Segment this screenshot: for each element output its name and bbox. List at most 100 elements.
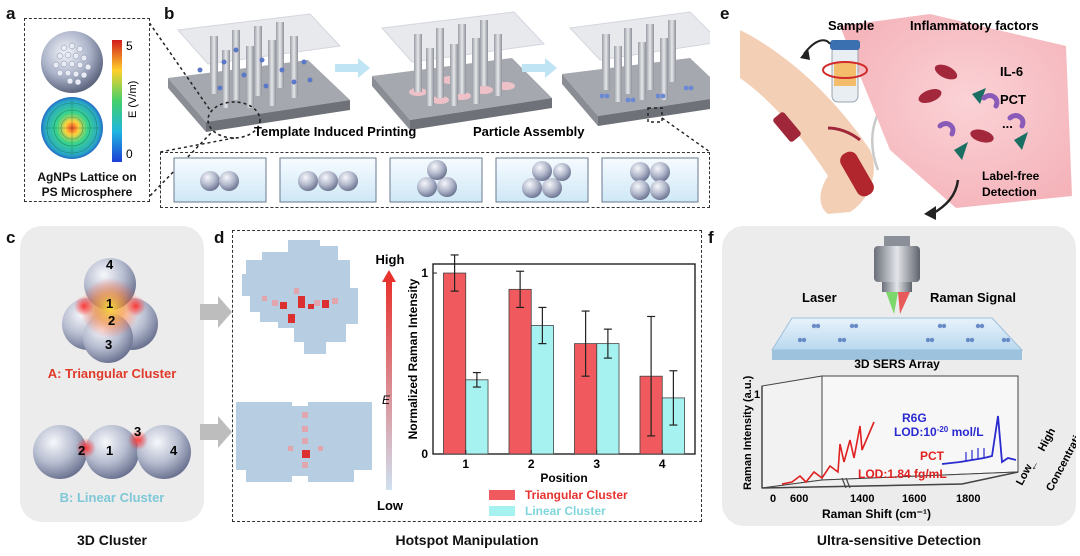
panel-a-caption: AgNPs Lattice on PS Microsphere (24, 170, 150, 200)
colorbar-max: 5 (126, 39, 133, 53)
panel-e-label: e (720, 4, 730, 23)
spectrum-3d-plot (761, 375, 1019, 489)
legend-swatch-1 (489, 506, 515, 516)
panel-a-illustration: 5 0 E (V/m) (41, 31, 139, 162)
laser-label: Laser (802, 290, 837, 305)
factor-more: ... (1002, 116, 1013, 131)
panel-b-illustration: Template Induced Printing Particle Assem… (150, 11, 710, 197)
x-tick-label-1: 1 (462, 457, 469, 471)
panel-c-title: 3D Cluster (76, 532, 148, 548)
plot-frame (432, 263, 696, 455)
hotspot-maps: High Low E (236, 240, 405, 513)
f-xtick-1800: 1800 (956, 493, 980, 505)
f-ytick: 1 (754, 389, 760, 401)
r6g-lod: LOD:10-20 mol/L (894, 425, 984, 440)
b-num-2: 2 (78, 443, 85, 458)
panel-e-illustration: Sample Inflammatory factors IL-6 PCT ...… (740, 14, 1072, 220)
sample-label: Sample (828, 18, 874, 33)
panel-d-label: d (214, 228, 225, 247)
b-num-4: 4 (170, 443, 178, 458)
cluster-box-square (601, 157, 699, 203)
cluster-strip (173, 157, 699, 203)
colorbar-title: E (V/m) (127, 81, 139, 118)
caption-line-1: AgNPs Lattice on (37, 170, 137, 184)
template-platform-1 (168, 13, 350, 132)
colorbar (112, 40, 122, 162)
panel-f-title: Ultra-sensitive Detection (816, 532, 982, 548)
panel-f-label: f (708, 228, 714, 247)
panel-f-illustration: Laser Raman Signal 3D SERS Array Raman I… (742, 236, 1076, 521)
zoom-square (647, 107, 663, 123)
y-tick-label-1: 1 (421, 266, 428, 280)
laser-beam (886, 292, 898, 314)
raman-beam (898, 292, 910, 314)
conc-high: High (1036, 426, 1058, 453)
cluster-a-label: A: Triangular Cluster (48, 366, 177, 381)
a-num-4: 4 (106, 257, 114, 272)
panel-a-frame (24, 18, 150, 202)
colorbar-min: 0 (126, 147, 133, 161)
linear-cluster (33, 425, 191, 479)
blood-tube (840, 151, 874, 197)
bar-linear-1 (465, 379, 489, 455)
b-num-1: 1 (106, 443, 113, 458)
bar-triangular-1 (443, 272, 467, 455)
legend-label-0: Triangular Cluster (525, 488, 628, 502)
x-tick-label-2: 2 (528, 457, 535, 471)
detect-line-1: Label-free (982, 169, 1040, 183)
raman-signal-label: Raman Signal (930, 290, 1016, 305)
detect-line-2: Detection (982, 185, 1037, 199)
process-arrow-2 (522, 58, 557, 78)
objective-lens-icon (874, 236, 920, 292)
pink-zoom-blob (840, 14, 1072, 208)
inflammatory-title: Inflammatory factors (910, 18, 1039, 33)
gray-arrows (200, 296, 232, 448)
conc-arrow: ← (1026, 458, 1042, 473)
cluster-strip-frame (160, 152, 710, 208)
panel-b-label: b (164, 4, 175, 23)
factor-pct: PCT (1000, 92, 1026, 107)
factor-il6: IL-6 (1000, 64, 1023, 79)
sers-array-slab (771, 317, 1024, 351)
f-ylabel: Raman Intensity (a.u.) (742, 375, 754, 490)
legend-swatch-0 (489, 490, 515, 500)
x-tick-label-4: 4 (659, 457, 666, 471)
pct-lod: LOD:1.84 fg/mL (858, 467, 947, 481)
a-num-2: 2 (108, 313, 115, 328)
zoom-circle (207, 101, 261, 139)
a-num-1: 1 (106, 296, 113, 311)
template-platform-3 (562, 11, 710, 126)
a-num-3: 3 (105, 337, 112, 352)
y-axis-label: Normalized Raman Intensity (406, 278, 420, 439)
f-xtick-600: 600 (790, 493, 808, 505)
caption-line-2: PS Microsphere (41, 185, 133, 199)
scale-low: Low (377, 498, 404, 513)
x-tick-label-3: 3 (593, 457, 600, 471)
bar-linear-2 (530, 325, 554, 455)
process-arrow-1 (335, 58, 370, 78)
f-xtick-1600: 1600 (902, 493, 926, 505)
r6g-label: R6G (902, 411, 927, 425)
triangular-cluster (62, 258, 158, 363)
bar-triangular-2 (508, 288, 532, 455)
panel-d-title: Hotspot Manipulation (395, 532, 539, 548)
pct-label: PCT (920, 449, 945, 463)
panel-c-label: c (6, 228, 16, 247)
x-axis-label: Position (540, 471, 587, 485)
f-xtick-0: 0 (770, 493, 776, 505)
arm-illustration (740, 30, 874, 214)
inflammatory-factors-icons (918, 64, 1028, 160)
f-xlabel: Raman Shift (cm⁻¹) (822, 507, 931, 521)
step-template-printing: Template Induced Printing (254, 124, 416, 139)
y-tick-label-0: 0 (421, 447, 428, 461)
bar-linear-3 (596, 343, 620, 455)
scale-axis-e: E (382, 393, 391, 407)
cluster-b-label: B: Linear Cluster (60, 490, 165, 505)
sers-array-label: 3D SERS Array (854, 357, 940, 371)
template-platform-2 (372, 11, 552, 130)
b-num-3: 3 (134, 424, 141, 439)
f-xtick-1400: 1400 (850, 493, 874, 505)
intensity-scale (386, 280, 392, 490)
legend-label-1: Linear Cluster (525, 504, 606, 518)
scale-high: High (376, 252, 405, 267)
